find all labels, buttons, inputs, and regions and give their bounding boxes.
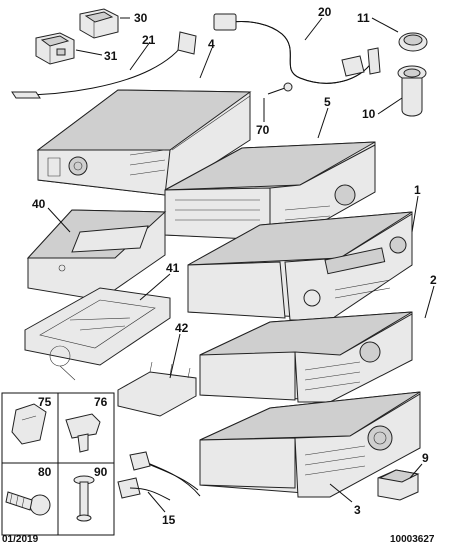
part-42-clip [117,361,197,417]
part-31-switch [35,32,75,65]
callout-70: 70 [256,123,270,137]
part-11-cap [398,32,428,52]
part-70-screw [267,82,293,95]
part-15-harness [117,451,201,501]
callout-15: 15 [162,513,176,527]
part-9-connector [377,469,420,501]
part-3-radio [199,391,421,498]
callout-31: 31 [104,49,118,63]
part-41-bracket [24,287,171,381]
callout-90: 90 [94,465,108,479]
callout-9: 9 [422,451,429,465]
part-21-cable [11,31,197,99]
part-30-switch [79,8,119,39]
callout-75: 75 [38,395,52,409]
callout-21: 21 [142,33,156,47]
footer-date: 01/2019 [2,534,39,545]
callout-40: 40 [32,197,46,211]
callout-20: 20 [318,5,332,19]
part-10-socket [397,65,427,117]
part-2-radio [199,311,413,403]
part-4-navigation-unit [36,89,252,196]
callout-1: 1 [414,183,421,197]
callout-2: 2 [430,273,437,287]
part-1-radio [187,211,413,321]
callout-4: 4 [208,37,215,51]
fastener-boxes [1,392,115,536]
part-5-radio [164,141,376,241]
callout-11: 11 [357,11,370,25]
callout-41: 41 [166,261,180,275]
callout-10: 10 [362,107,376,121]
part-40-module [26,209,167,301]
leader-lines [47,17,435,513]
callout-42: 42 [175,321,189,335]
callout-80: 80 [38,465,52,479]
callout-30: 30 [134,11,148,25]
callout-76: 76 [94,395,108,409]
callout-3: 3 [354,503,361,517]
part-20-harness [213,13,381,84]
footer-reference: 10003627 [390,534,435,545]
callout-5: 5 [324,95,331,109]
